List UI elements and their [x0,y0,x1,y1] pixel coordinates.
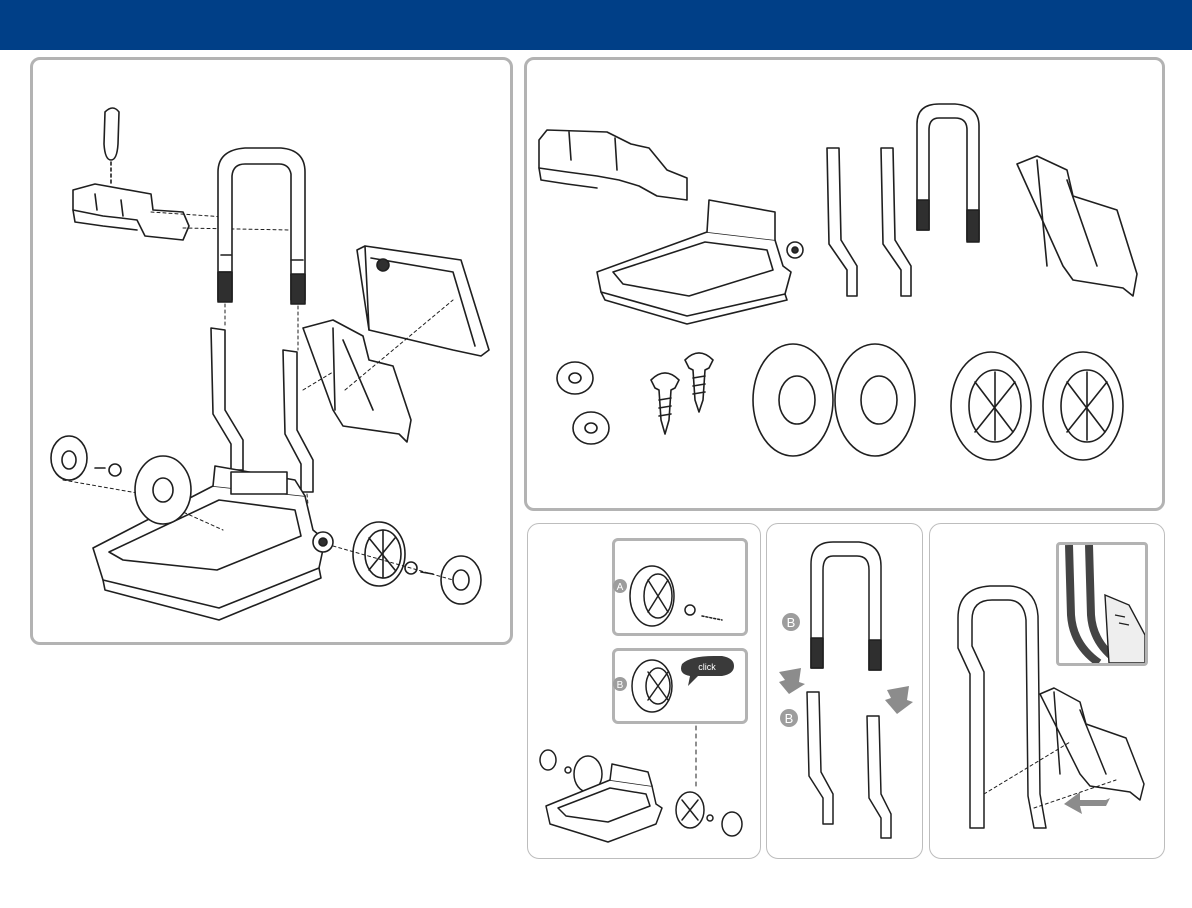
washer-left-part [109,464,121,476]
support-plate-part [303,320,411,442]
header-bar [0,0,1192,50]
insert-arrow-left-icon [779,668,805,694]
lower-tube-b-part [881,148,911,296]
support-plate-drawing [930,524,1164,858]
lower-tube-right-part [867,716,891,838]
support-plate-part [1017,156,1137,296]
wheel-assembly-panel: A B click [527,523,761,859]
screw-a-part [651,373,679,434]
parts-list-panel [524,57,1165,511]
wheel-assembly-drawing: A B click [528,524,760,858]
handle-assembly-drawing: B B [767,524,922,858]
marker-b-top-label: B [787,615,796,630]
support-plate-panel [929,523,1165,859]
handle-grip-part [104,108,119,160]
lower-tube-right-part [283,350,313,492]
exploded-view-panel [30,57,513,645]
step-a-marker-label: A [617,582,624,593]
click-callout-text: click [698,662,716,672]
handle-assembly-panel: B B [766,523,923,859]
lower-tube-a-part [827,148,857,296]
step-b-marker-label: B [617,680,624,691]
marker-b-bottom-label: B [785,711,794,726]
exploded-view-drawing [33,60,510,642]
insert-arrow-right-icon [885,686,913,714]
parts-list-drawing [527,60,1162,508]
cable-hook-part [539,130,687,200]
cable-hook-part [73,184,189,240]
lower-tube-left-part [211,328,243,470]
full-handle-part [958,586,1046,828]
screw-b-part [685,353,713,412]
lower-tube-left-part [807,692,833,824]
